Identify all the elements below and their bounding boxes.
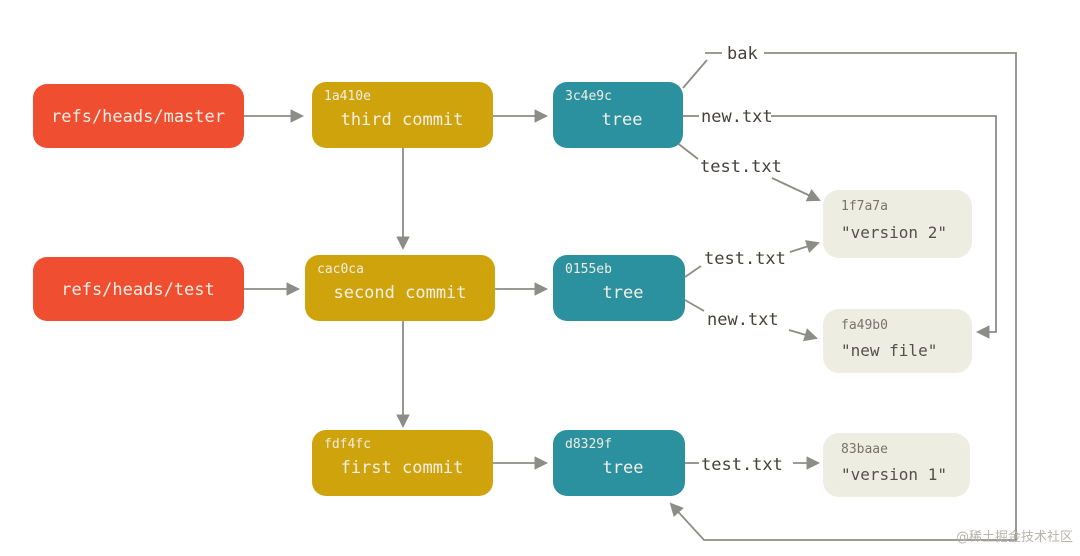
edge-tree1-bak-stub: [682, 59, 708, 89]
edge-tree2-testtxt-stub: [684, 265, 702, 278]
ref-node-test: refs/heads/test: [33, 257, 244, 321]
tree-label: tree: [602, 110, 643, 130]
blob-node-version2: 1f7a7a "version 2": [823, 190, 972, 258]
tree-box: [553, 430, 685, 496]
commit-label: third commit: [341, 110, 464, 130]
blob-box: [823, 190, 972, 258]
commit-box: [312, 82, 493, 148]
ref-label: refs/heads/master: [51, 107, 225, 127]
blob-content: "version 2": [841, 223, 947, 242]
tree-label: tree: [603, 458, 644, 478]
watermark-text: @稀土掘金技术社区: [956, 529, 1073, 545]
blob-hash: 1f7a7a: [841, 199, 888, 214]
edge-testtxt1-to-blob1: [771, 177, 821, 202]
commit-node-first: fdf4fc first commit: [312, 430, 493, 496]
edges: [244, 52, 1017, 541]
tree-box: [553, 255, 685, 321]
blob-content: "new file": [841, 341, 937, 360]
blob-box: [823, 309, 972, 373]
blob-content: "version 1": [841, 465, 947, 484]
blob-node-newfile: fa49b0 "new file": [823, 309, 972, 373]
tree-label: tree: [603, 283, 644, 303]
edge-label-testtxt-row2: test.txt: [704, 249, 786, 269]
ref-node-master: refs/heads/master: [33, 84, 244, 148]
edge-label-testtxt-row3: test.txt: [701, 455, 783, 475]
commit-box: [305, 255, 495, 321]
edge-label-testtxt-row1: test.txt: [700, 157, 782, 177]
ref-box: [33, 257, 244, 321]
tree-hash: d8329f: [565, 437, 612, 452]
tree-node-3: d8329f tree: [553, 430, 685, 496]
commit-box: [312, 430, 493, 496]
commit-hash: 1a410e: [324, 89, 371, 104]
edge-newtxt-to-blob2: [771, 115, 997, 339]
edge-labels: bak new.txt test.txt test.txt new.txt te…: [700, 44, 786, 475]
tree-box: [553, 82, 683, 148]
commit-hash: fdf4fc: [324, 437, 371, 452]
commit-hash: cac0ca: [317, 262, 364, 277]
ref-label: refs/heads/test: [61, 280, 215, 300]
edge-tree2-newtxt-stub: [684, 299, 705, 312]
tree-node-2: 0155eb tree: [553, 255, 685, 321]
ref-box: [33, 84, 244, 148]
edge-testtxt2-to-blob1: [789, 240, 820, 253]
tree-node-1: 3c4e9c tree: [553, 82, 683, 148]
tree-hash: 0155eb: [565, 262, 612, 277]
blob-box: [823, 433, 970, 497]
blob-hash: fa49b0: [841, 318, 888, 333]
blob-node-version1: 83baae "version 1": [823, 433, 970, 497]
edge-label-newtxt-row2: new.txt: [707, 310, 779, 330]
blob-hash: 83baae: [841, 442, 888, 457]
tree-hash: 3c4e9c: [565, 89, 612, 104]
commit-label: first commit: [341, 458, 464, 478]
edge-bak-to-tree3: [669, 52, 1017, 541]
commit-label: second commit: [333, 283, 466, 303]
edge-label-bak: bak: [727, 44, 758, 64]
edge-tree1-testtxt-stub: [675, 141, 699, 160]
edge-label-newtxt-row1: new.txt: [701, 107, 773, 127]
edge-newtxt2-to-blob2: [788, 328, 818, 342]
commit-node-second: cac0ca second commit: [305, 255, 495, 321]
commit-node-third: 1a410e third commit: [312, 82, 493, 148]
